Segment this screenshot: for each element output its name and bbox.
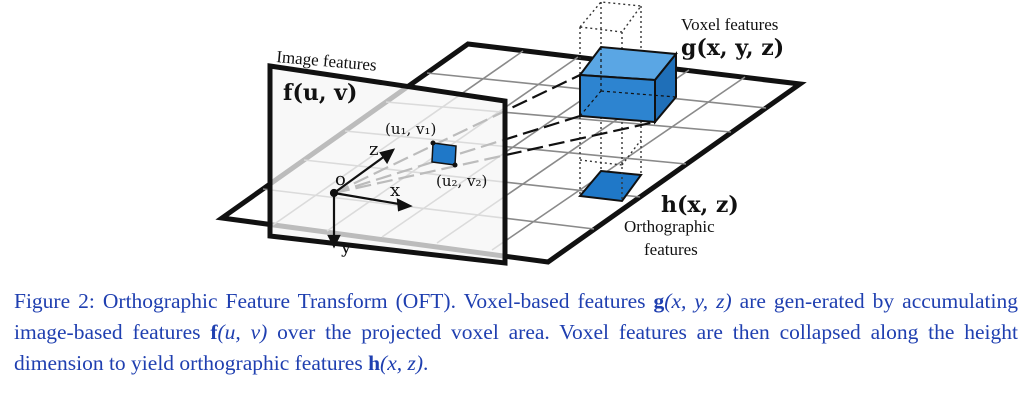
ortho-features-label-2: features [644, 240, 698, 259]
voxel-cube [578, 45, 678, 125]
caption-f-symbol: f [210, 320, 218, 344]
caption-f-args: (u, v) [217, 320, 268, 344]
caption-g-symbol: g [653, 289, 665, 313]
image-patch [431, 142, 457, 166]
caption-h-symbol: h [368, 351, 381, 375]
axis-y-label: y [340, 237, 352, 258]
caption-mid1: are gen-erated by accumulating image-bas… [14, 289, 1018, 344]
voxel-column [578, 1, 643, 201]
caption-mid2: over the projected voxel area. Voxel fea… [14, 320, 1018, 375]
voxel-features-func: g(x, y, z) [681, 35, 784, 61]
axis-z-label: z [369, 139, 378, 160]
origin-label: o [335, 169, 346, 190]
caption-g-args: (x, y, z) [664, 289, 732, 313]
orthographic-cell [578, 169, 643, 203]
caption-suffix: . [423, 351, 429, 375]
point-u2v2-label: (u₂, v₂) [436, 172, 487, 190]
voxel-features-label: Voxel features [681, 15, 778, 34]
figure-caption: Figure 2: Orthographic Feature Transform… [14, 286, 1018, 379]
camera-axes [327, 148, 413, 249]
caption-prefix: Figure 2: Orthographic Feature Transform… [14, 289, 654, 313]
oft-diagram: Image features f(u, v) Voxel features g(… [215, 1, 807, 266]
ortho-features-func: h(x, z) [661, 192, 739, 218]
axis-x-label: x [390, 180, 400, 201]
image-plane [267, 63, 508, 266]
ortho-features-label-1: Orthographic [624, 217, 715, 236]
caption-h-args: (x, z) [380, 351, 424, 375]
point-u1v1-label: (u₁, v₁) [385, 120, 436, 138]
image-features-func: f(u, v) [283, 80, 357, 106]
